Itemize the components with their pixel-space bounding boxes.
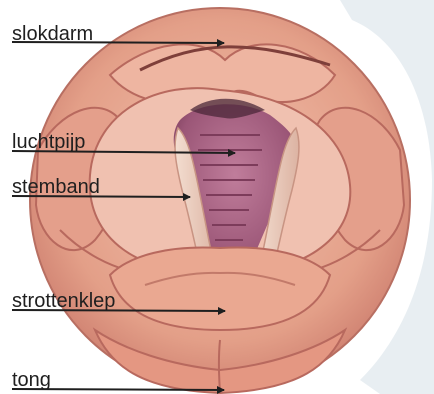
label-stemband-text: stemband (12, 176, 100, 198)
label-luchtpijp-text: luchtpijp (12, 131, 85, 153)
label-strottenklep-text: strottenklep (12, 290, 115, 312)
label-stemband-arrow (12, 196, 190, 197)
label-tong-arrow (12, 389, 224, 390)
label-slokdarm-arrow (12, 42, 224, 43)
label-tong-text: tong (12, 369, 51, 391)
label-strottenklep-arrow (12, 310, 225, 311)
